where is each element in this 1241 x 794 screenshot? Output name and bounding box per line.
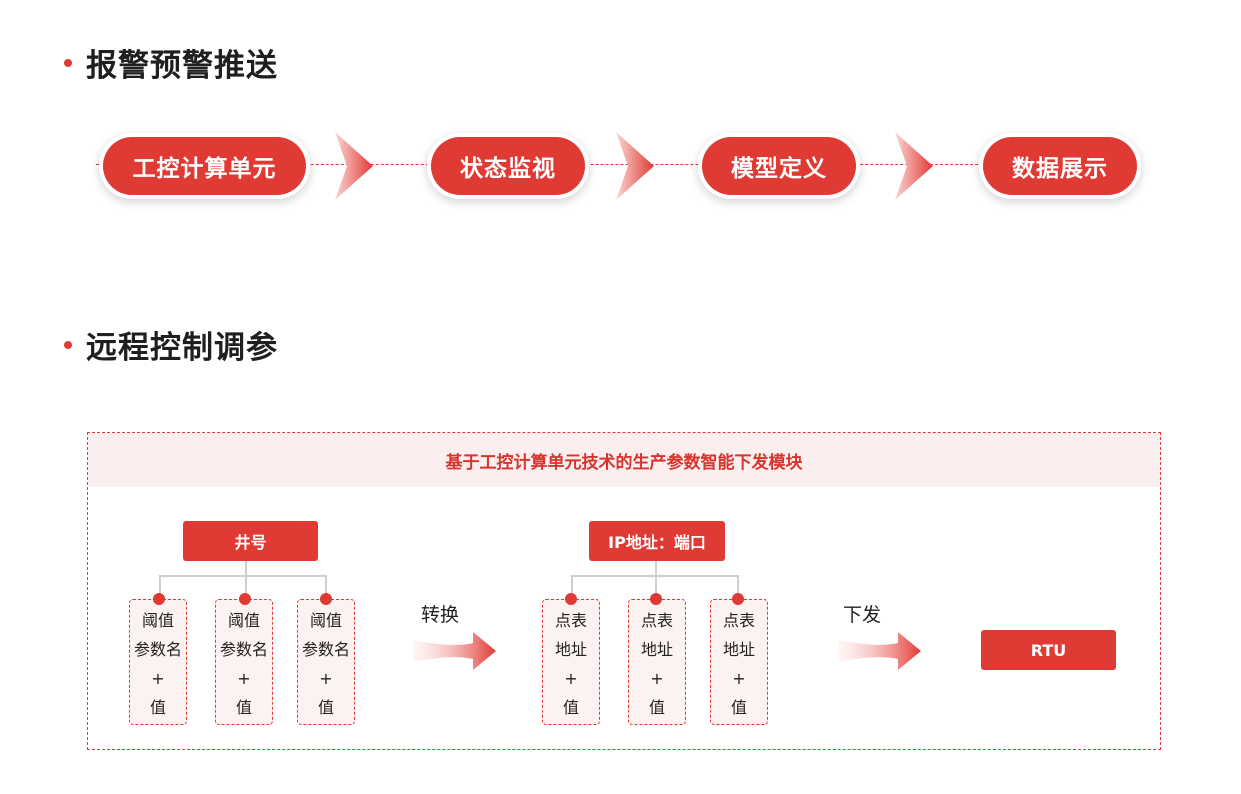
- card-line: 值: [562, 698, 579, 717]
- point-table-card: 点表 地址 + 值: [628, 599, 686, 725]
- section-title-text: 报警预警推送: [86, 48, 278, 84]
- flow-step-label: 工控计算单元: [132, 156, 277, 182]
- dispatch-label: 下发: [843, 604, 882, 626]
- node-dot: [650, 593, 662, 605]
- card-line: 值: [235, 698, 252, 717]
- node-dot: [320, 593, 332, 605]
- flow-step-status-monitor: 状态监视: [431, 137, 585, 195]
- threshold-card: 阈值 参数名 + 值: [215, 599, 273, 725]
- section-title-text: 远程控制调参: [86, 330, 278, 366]
- flow-step-model-define: 模型定义: [702, 137, 856, 195]
- connector-line: [655, 575, 657, 595]
- ip-port-box: IP地址：端口: [589, 521, 725, 561]
- card-line: 点表: [640, 611, 673, 630]
- threshold-card: 阈值 参数名 + 值: [297, 599, 355, 725]
- flow-step-ipc-unit: 工控计算单元: [103, 137, 306, 195]
- chevron-right-icon: [895, 132, 933, 200]
- box-label: 井号: [234, 533, 267, 552]
- card-line: 地址: [640, 640, 673, 659]
- card-line: 参数名: [133, 640, 182, 659]
- card-line: 参数名: [301, 640, 350, 659]
- flow-step-label: 状态监视: [460, 156, 556, 182]
- card-line: 地址: [554, 640, 587, 659]
- section-title-alarm: 报警预警推送: [64, 40, 278, 85]
- rtu-box: RTU: [981, 630, 1116, 670]
- flow-step-data-display: 数据展示: [983, 137, 1137, 195]
- connector-line: [245, 575, 247, 595]
- threshold-card: 阈值 参数名 + 值: [129, 599, 187, 725]
- connector-line: [245, 561, 247, 576]
- flow-dashed-line: [96, 164, 1138, 165]
- flow-step-label: 数据展示: [1012, 156, 1108, 182]
- bullet-dot: [64, 58, 72, 67]
- card-line: 值: [149, 698, 166, 717]
- card-line: 阈值: [309, 611, 342, 630]
- card-line: 值: [648, 698, 665, 717]
- arrow-right-icon: [413, 632, 496, 670]
- well-number-box: 井号: [183, 521, 318, 561]
- card-line: +: [650, 669, 664, 688]
- card-line: +: [319, 669, 333, 688]
- node-dot: [239, 593, 251, 605]
- bullet-dot: [64, 340, 72, 349]
- card-line: +: [237, 669, 251, 688]
- arrow-right-icon: [838, 632, 921, 670]
- flow-step-label: 模型定义: [731, 156, 827, 182]
- convert-label: 转换: [421, 604, 460, 626]
- box-label: RTU: [1030, 640, 1067, 660]
- card-line: 地址: [722, 640, 755, 659]
- panel-header: 基于工控计算单元技术的生产参数智能下发模块: [88, 433, 1160, 487]
- chevron-right-icon: [616, 132, 654, 200]
- card-line: +: [151, 669, 165, 688]
- card-line: 点表: [722, 611, 755, 630]
- card-line: +: [732, 669, 746, 688]
- point-table-card: 点表 地址 + 值: [542, 599, 600, 725]
- section-title-remote-control: 远程控制调参: [64, 322, 278, 367]
- point-table-card: 点表 地址 + 值: [710, 599, 768, 725]
- card-line: 值: [317, 698, 334, 717]
- node-dot: [153, 593, 165, 605]
- card-line: 阈值: [227, 611, 260, 630]
- connector-line: [571, 575, 573, 595]
- card-line: 点表: [554, 611, 587, 630]
- card-line: 阈值: [141, 611, 174, 630]
- box-label: IP地址：端口: [608, 533, 706, 552]
- connector-line: [159, 575, 161, 595]
- connector-line: [325, 575, 327, 595]
- connector-line: [159, 575, 326, 577]
- node-dot: [732, 593, 744, 605]
- card-line: 值: [730, 698, 747, 717]
- card-line: 参数名: [219, 640, 268, 659]
- chevron-right-icon: [335, 132, 373, 200]
- connector-line: [737, 575, 739, 595]
- card-line: +: [564, 669, 578, 688]
- connector-line: [655, 561, 657, 576]
- node-dot: [565, 593, 577, 605]
- panel-header-text: 基于工控计算单元技术的生产参数智能下发模块: [445, 452, 803, 473]
